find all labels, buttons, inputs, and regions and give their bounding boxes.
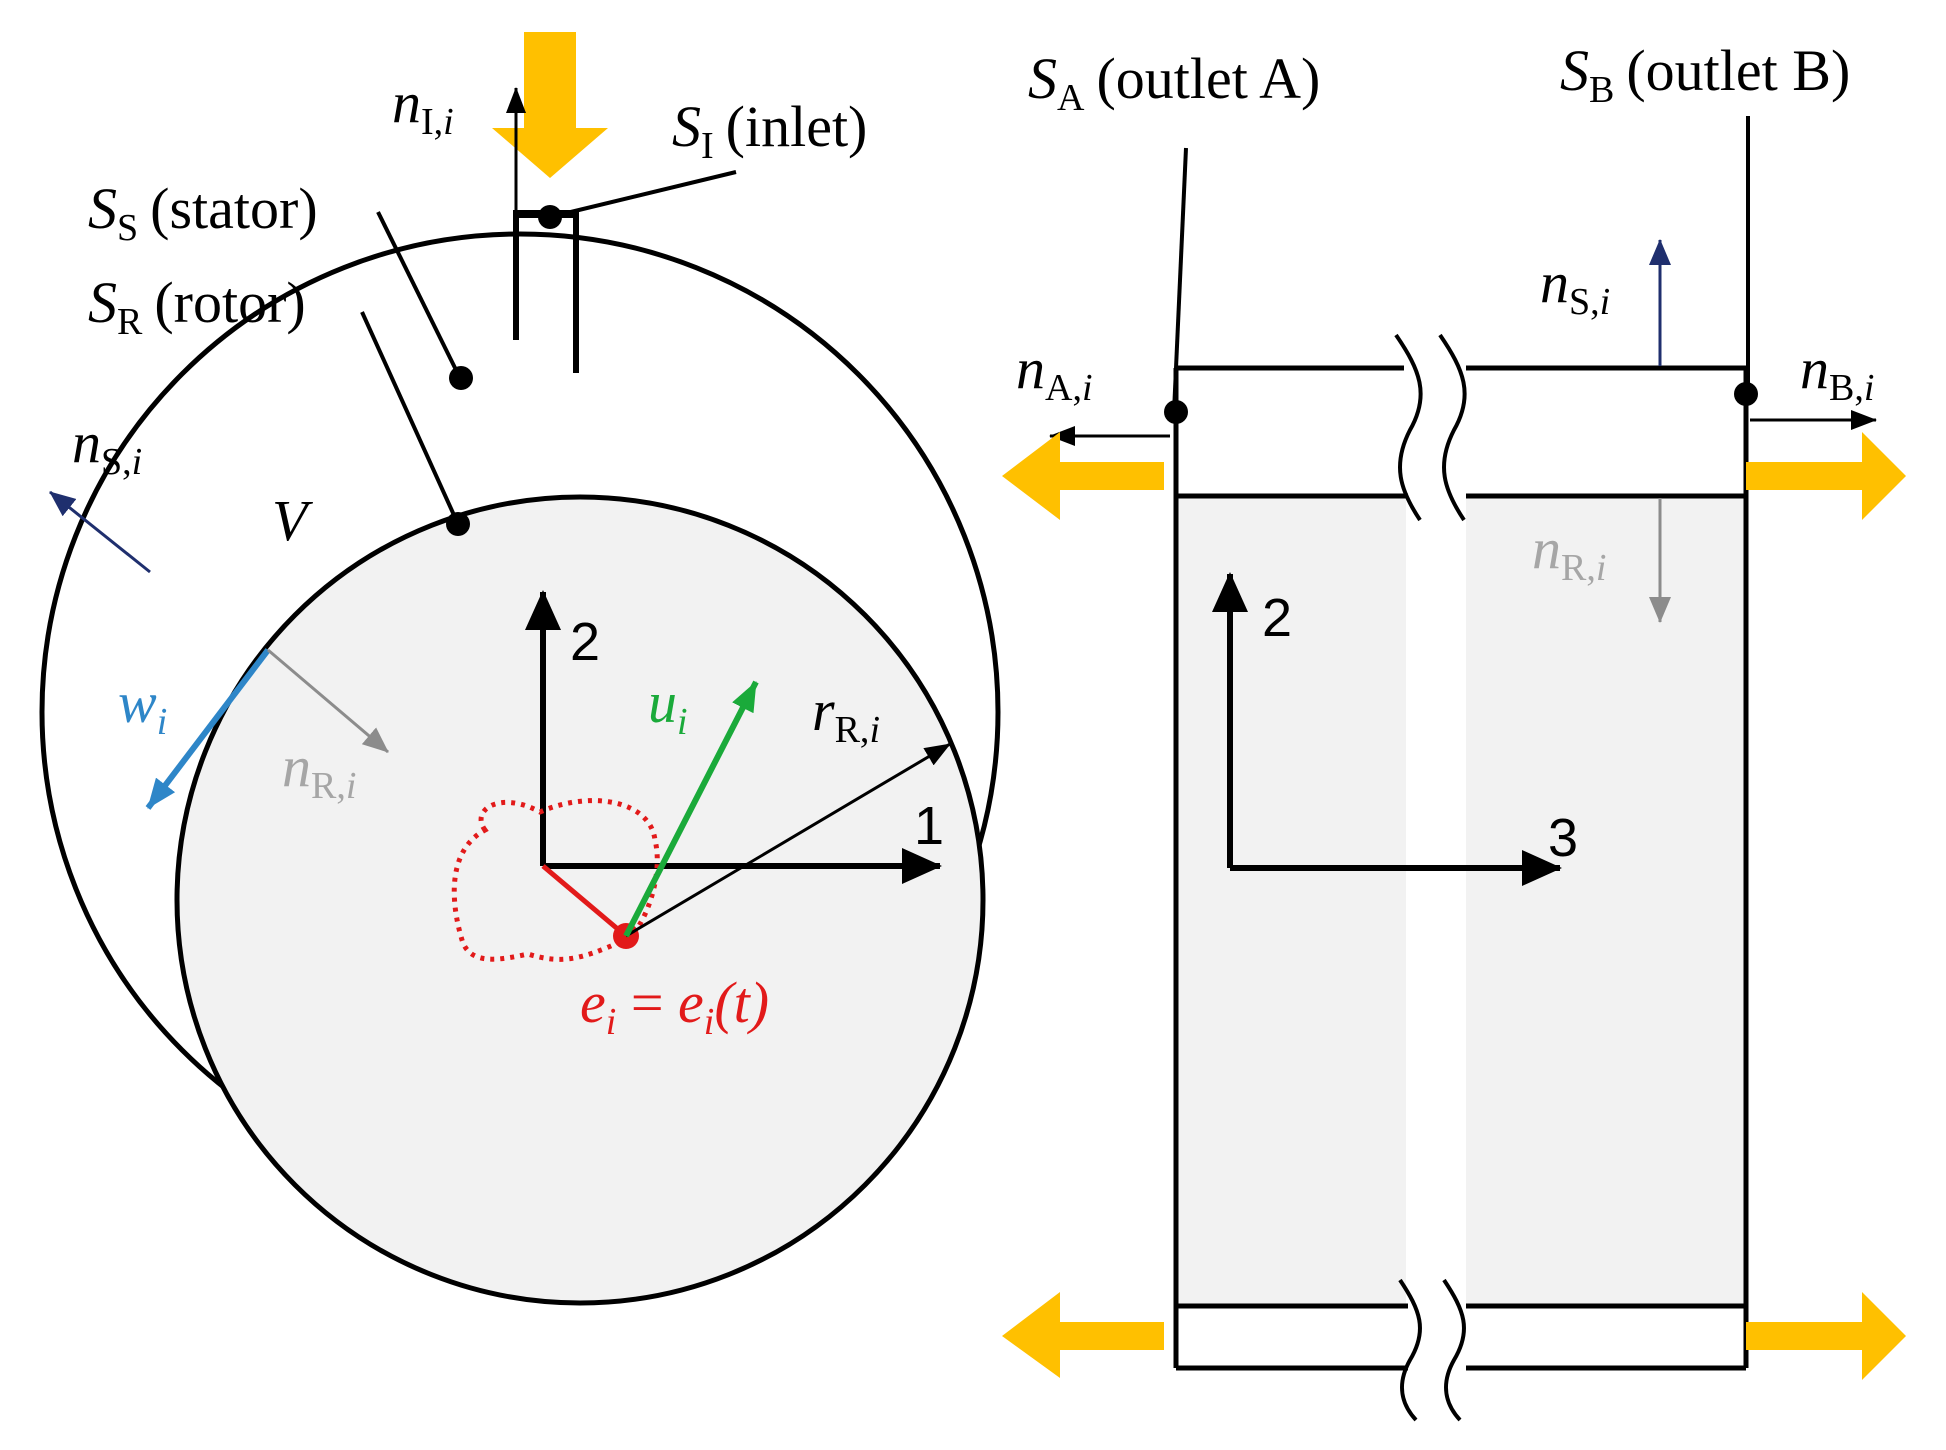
stator-label: SS(stator)	[88, 176, 318, 249]
side-rotor-region-right	[1466, 496, 1746, 1306]
w-velocity-arrow	[145, 648, 271, 810]
inlet-opening	[519, 362, 573, 378]
u-velocity-arrow	[623, 680, 759, 938]
side-axis-2-label: 2	[1262, 588, 1292, 648]
outlet-b-point	[1734, 382, 1758, 406]
outlet-b-label: SB(outlet B)	[1560, 38, 1850, 111]
n-rotor-right-label: nR,i	[1532, 516, 1606, 589]
front-axis-1-label: 1	[914, 796, 944, 856]
n-a-label: nA,i	[1016, 336, 1093, 409]
eccentricity-orbit	[451, 798, 660, 962]
side-axis-3-label: 3	[1548, 808, 1578, 868]
rotor-leader	[360, 311, 460, 525]
side-view-labels: SA(outlet A) SB(outlet B) nA,i nB,i nS,i…	[1016, 38, 1874, 868]
outlet-a-leader	[1172, 147, 1188, 413]
break-top-right	[1438, 333, 1467, 522]
stator-point	[449, 366, 473, 390]
rotor-point	[446, 512, 470, 536]
front-view	[39, 32, 1001, 1306]
inlet-flow-arrow	[492, 32, 608, 178]
inlet-leader	[549, 170, 737, 219]
n-b-label: nB,i	[1800, 336, 1874, 409]
outlet-a-point	[1164, 400, 1188, 424]
inlet-point	[538, 205, 562, 229]
side-rotor-region-left	[1176, 496, 1406, 1306]
r-rotor-label: rR,i	[812, 678, 880, 751]
eccentricity-label: ei = ei(t)	[580, 970, 769, 1043]
side-view	[1002, 116, 1906, 1422]
w-label: wi	[118, 670, 167, 743]
front-view-labels: SI(inlet) SS(stator) SR(rotor) nI,i nS,i…	[72, 70, 944, 1043]
u-label: ui	[648, 670, 688, 743]
volume-label: V	[272, 488, 314, 553]
n-rotor-left-arrow	[267, 648, 389, 754]
front-axis-2-label: 2	[570, 612, 600, 672]
rotor-label: SR(rotor)	[88, 270, 306, 343]
break-top-left	[1394, 333, 1423, 522]
n-stator-left-label: nS,i	[72, 410, 142, 483]
r-rotor-vector	[625, 742, 951, 938]
break-bottom-left	[1398, 1278, 1423, 1422]
outlet-b-flow-arrow-bottom	[1746, 1292, 1906, 1380]
eccentricity-vector	[541, 864, 628, 938]
outlet-b-flow-arrow-top	[1746, 432, 1906, 520]
n-inlet-label: nI,i	[392, 70, 454, 143]
stator-leader	[376, 211, 462, 379]
outlet-a-flow-arrow-bottom	[1002, 1292, 1164, 1378]
break-bottom-right	[1442, 1278, 1467, 1422]
n-rotor-left-label: nR,i	[282, 734, 356, 807]
outlet-a-label: SA(outlet A)	[1028, 46, 1320, 119]
n-stator-right-label: nS,i	[1540, 250, 1610, 323]
outlet-a-flow-arrow-top	[1002, 432, 1164, 520]
inlet-label: SI(inlet)	[672, 94, 867, 167]
n-stator-left-arrow	[49, 490, 151, 574]
